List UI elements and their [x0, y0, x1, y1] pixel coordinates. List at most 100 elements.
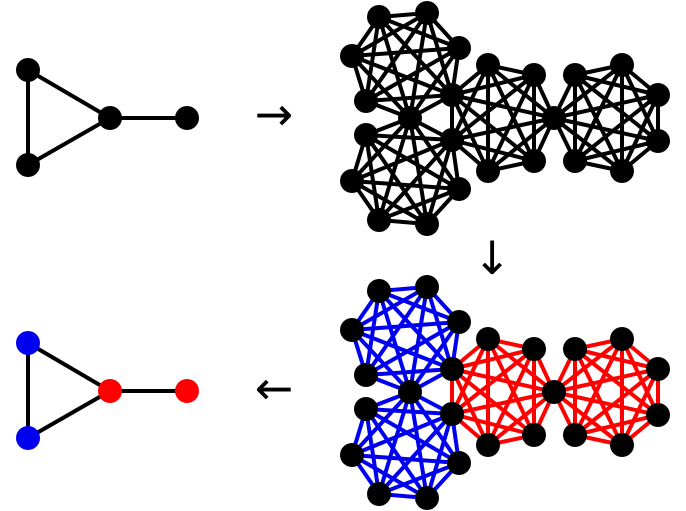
edge-clique-A — [408, 285, 429, 394]
edge-clique-C — [450, 93, 490, 173]
edge-clique-C — [450, 337, 490, 416]
edge-clique-A — [350, 54, 412, 120]
vertex-A-3 — [340, 318, 364, 342]
vertex-shared-CD — [542, 106, 566, 130]
vertex-C-1 — [522, 63, 546, 87]
edge-clique-A — [408, 46, 461, 120]
edge-clique-D — [552, 367, 660, 394]
edge-clique-B — [377, 116, 412, 222]
edge-clique-A — [377, 15, 454, 97]
edge-clique-B — [350, 390, 412, 457]
vertex-B-4 — [447, 451, 471, 475]
edge-clique-C — [486, 347, 536, 447]
vertex-B-0 — [354, 397, 378, 421]
vertex-c — [98, 106, 122, 130]
edge-clique-B — [364, 133, 429, 226]
edge-clique-D — [552, 390, 624, 447]
edge-clique-C — [450, 367, 536, 437]
vertex-shared-BC — [440, 402, 464, 426]
edge-clique-C — [450, 412, 536, 437]
vertex-C-2 — [522, 423, 546, 447]
edge-clique-C — [450, 367, 556, 394]
vertex-B-4 — [447, 177, 471, 201]
clique-vertices — [340, 275, 670, 510]
edge-clique-D — [573, 139, 660, 163]
edge-b-c — [27, 389, 111, 440]
vertex-A-4 — [354, 89, 378, 113]
edge-clique-A — [408, 11, 429, 120]
edge-clique-B — [408, 390, 461, 465]
vertex-A-4 — [354, 363, 378, 387]
edge-clique-A — [364, 289, 381, 377]
edge-clique-D — [573, 73, 660, 143]
edge-clique-D — [552, 116, 624, 173]
edge-clique-B — [350, 412, 454, 457]
edge-clique-C — [486, 390, 556, 447]
vertex-D-0 — [563, 337, 587, 361]
vertex-B-3 — [415, 486, 439, 510]
edge-clique-B — [364, 407, 454, 416]
edge-clique-B — [364, 133, 461, 191]
vertex-a — [16, 58, 40, 82]
edge-clique-A — [350, 285, 429, 332]
edge-clique-D — [552, 63, 624, 120]
vertex-d — [175, 379, 199, 403]
edge-clique-D — [552, 93, 660, 120]
edge-clique-D — [620, 337, 660, 417]
vertex-A-0 — [367, 279, 391, 303]
edge-clique-D — [552, 116, 660, 143]
small-graph-uncolored — [16, 58, 199, 177]
edge-clique-B — [350, 138, 454, 183]
vertex-b — [16, 426, 40, 450]
edge-clique-A — [350, 54, 454, 97]
vertex-D-5 — [563, 423, 587, 447]
edge-clique-C — [450, 347, 536, 371]
edge-b-c — [27, 116, 111, 167]
edge-clique-D — [620, 63, 660, 143]
edge-clique-B — [408, 116, 429, 226]
clique-edges — [350, 11, 660, 226]
edge-clique-D — [573, 337, 624, 437]
edge-clique-B — [364, 133, 381, 222]
edge-clique-C — [450, 63, 490, 142]
edge-clique-C — [486, 63, 536, 163]
vertex-A-2 — [447, 36, 471, 60]
vertex-B-1 — [340, 169, 364, 193]
edge-clique-D — [620, 93, 660, 173]
edge-clique-D — [552, 337, 624, 394]
vertex-B-2 — [367, 208, 391, 232]
edge-clique-C — [450, 367, 490, 447]
edge-clique-B — [350, 179, 461, 191]
vertex-A-2 — [447, 310, 471, 334]
vertex-shared-BC — [440, 128, 464, 152]
down-arrow: ↓ — [473, 231, 512, 285]
edge-clique-C — [450, 116, 556, 142]
vertex-shared-AC — [440, 83, 464, 107]
edge-clique-D — [573, 413, 660, 437]
edge-clique-A — [425, 285, 454, 371]
edge-clique-A — [377, 15, 412, 120]
edge-clique-A — [350, 11, 429, 58]
edge-clique-B — [425, 138, 454, 226]
right-arrow: → — [255, 87, 294, 141]
vertex-shared-CD — [542, 380, 566, 404]
vertex-C-3 — [476, 159, 500, 183]
vertex-D-3 — [646, 403, 670, 427]
edge-clique-D — [573, 93, 660, 163]
edge-clique-B — [377, 138, 454, 222]
vertex-shared-AC — [440, 357, 464, 381]
vertex-C-3 — [476, 433, 500, 457]
edge-a-c — [26, 341, 112, 393]
vertex-C-0 — [476, 327, 500, 351]
vertex-A-0 — [367, 5, 391, 29]
vertex-a — [16, 331, 40, 355]
edge-clique-B — [350, 116, 412, 183]
edge-clique-A — [364, 15, 381, 103]
clique-blowup-colored — [340, 275, 670, 510]
edge-clique-B — [364, 407, 381, 496]
edge-clique-C — [450, 73, 536, 142]
vertex-D-0 — [563, 63, 587, 87]
edge-clique-D — [573, 367, 660, 437]
edge-clique-B — [350, 179, 429, 226]
